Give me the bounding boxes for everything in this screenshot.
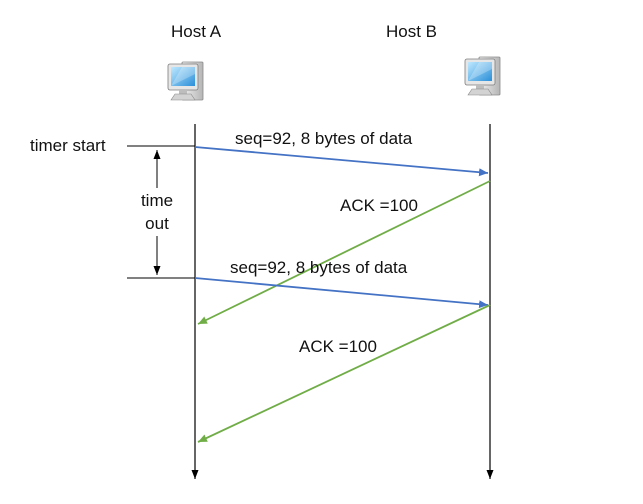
message-label-seq-1: seq=92, 8 bytes of data: [235, 129, 413, 148]
message-arrow-seq-1: [194, 146, 489, 177]
host-b-computer-icon: [464, 56, 501, 96]
message-arrow-seq-2: [194, 277, 489, 309]
message-arrow-ack-1: [197, 180, 491, 325]
host-b-label: Host B: [386, 22, 438, 41]
message-label-ack-2: ACK =100: [299, 337, 377, 356]
message-arrow-ack-2: [197, 304, 491, 443]
timeout-label-line1: time: [140, 191, 174, 210]
timer-start-label: timer start: [30, 136, 106, 155]
host-a-computer-icon: [167, 61, 204, 101]
message-label-ack-1: ACK =100: [340, 196, 418, 215]
timeout-label-line2: out: [145, 214, 169, 233]
message-label-seq-2: seq=92, 8 bytes of data: [230, 258, 408, 277]
host-a-label: Host A: [171, 22, 222, 41]
